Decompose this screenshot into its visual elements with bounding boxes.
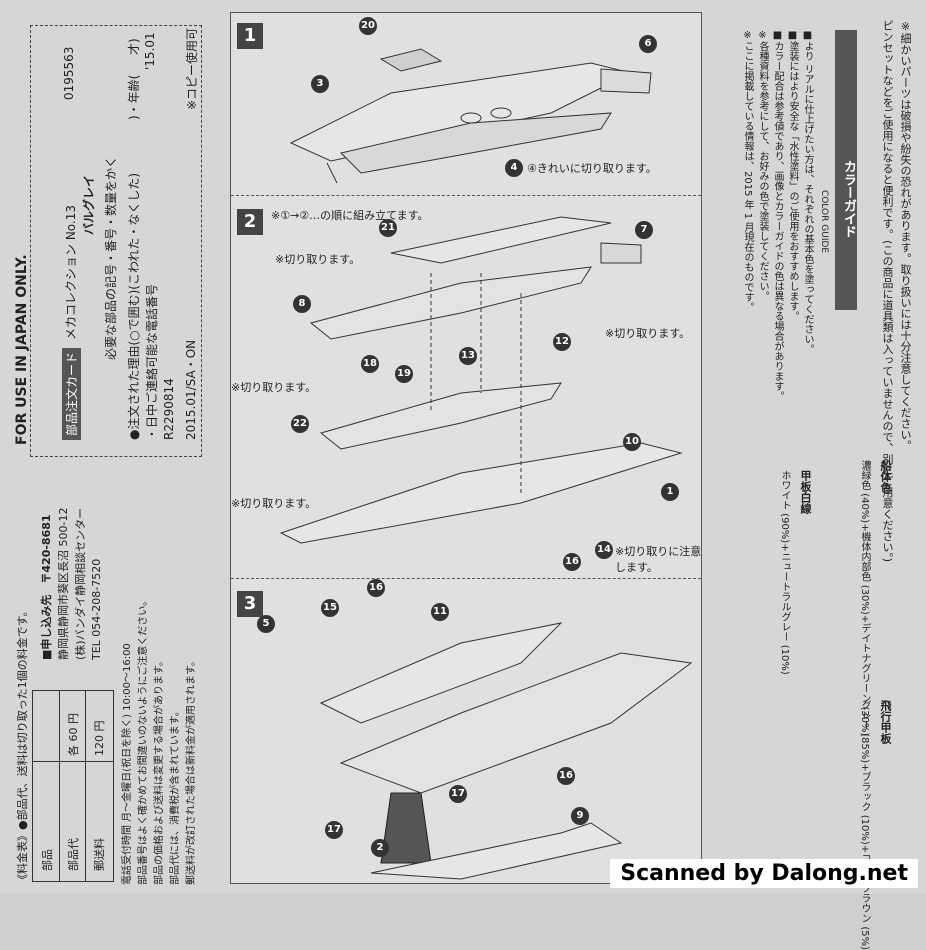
product-code: 0195563: [62, 46, 76, 100]
step-divider: [231, 578, 701, 579]
cut-note: ※切り取ります。: [275, 253, 361, 266]
fee-row-value: 各 60 円: [67, 713, 80, 756]
reason-line: ●注文された理由(○で囲む)(こわれた・なくした): [127, 172, 141, 440]
cut-note: ※切り取ります。: [605, 327, 691, 340]
color-entry-title: 飛行甲板: [879, 700, 892, 744]
guide-bullet: ■塗装にはより安全な「水性塗料」のご使用をおすすめします。: [787, 30, 798, 321]
cut-note: ※切り取ります。: [231, 381, 317, 394]
part-number: 10: [623, 433, 641, 451]
r-code: R2290814: [162, 378, 176, 440]
for-use-label: FOR USE IN JAPAN ONLY.: [14, 254, 30, 445]
address: 静岡県静岡市葵区長沼 500-12: [57, 507, 70, 660]
fill-note: 必要な部品の記号・番号・数量をかく: [104, 155, 118, 360]
age-line: )・年齢(: [127, 74, 141, 120]
reference-note: ※各種資料を参考にして、お好みの色で塗装してください。: [757, 30, 768, 301]
part-number: 13: [459, 347, 477, 365]
color-entry-hull: 船体色 濃緑色 (40%)+機体内部色 (30%)+デイトナグリーン (30%): [857, 460, 897, 736]
part-number: 16: [557, 767, 575, 785]
part-number: 17: [325, 821, 343, 839]
color-entry-title: 甲板白線: [799, 470, 812, 514]
part-number: 16: [563, 553, 581, 571]
step-number: 2: [237, 209, 263, 235]
part-number: 3: [311, 75, 329, 93]
fee-row-value: 120 円: [93, 720, 106, 757]
part-number: 17: [449, 785, 467, 803]
warning-column: ※細かいパーツは破損や紛失の恐れがあります。取り扱いには十分注意してください。 …: [705, 10, 920, 950]
age-suffix: 才): [127, 38, 141, 55]
apply-title: ■申し込み先 〒420-8681: [40, 514, 53, 660]
product-name: バルグレイ: [82, 174, 96, 235]
part-number: 14: [595, 541, 613, 559]
color-entry-value: 濃緑色 (40%)+機体内部色 (30%)+デイトナグリーン (30%): [859, 460, 870, 737]
order-card-strip: FOR USE IN JAPAN ONLY. 部品注文カード メカコレクション …: [0, 0, 230, 894]
part-number: 12: [553, 333, 571, 351]
step-divider: [231, 195, 701, 196]
color-entry-flight: 飛行甲板 グレー (85%)+ブラック (10%)+ココアブラウン (5%): [857, 700, 897, 950]
step1-diagram: [289, 48, 652, 184]
part-number: 4: [505, 159, 523, 177]
part-number: 16: [367, 579, 385, 597]
part-number: 9: [571, 807, 589, 825]
date-code: 2015.01/SA・ON: [184, 339, 198, 440]
part-number: 2: [371, 839, 389, 857]
product-line: メカコレクション No.13: [64, 204, 78, 340]
fee-row-label: 部品代: [67, 838, 80, 871]
part-number: 6: [639, 35, 657, 53]
part-number: 15: [321, 599, 339, 617]
color-entry-value: グレー (85%)+ブラック (10%)+ココアブラウン (5%): [859, 700, 870, 950]
assembly-panel: 1 20 6 3 4 ④きれいに切り取ります。 2 ※①→②…の順に組み立てます…: [230, 12, 702, 884]
tel: TEL 054-208-7520: [90, 558, 103, 660]
part-number: 18: [361, 355, 379, 373]
step1-note: ④きれいに切り取ります。: [527, 162, 657, 175]
year-code: '15.01: [143, 32, 157, 70]
step2-order-note: ※①→②…の順に組み立てます。: [271, 209, 429, 222]
order-note: 郵送料が改訂された場合は新料金が適用されます。: [186, 656, 197, 885]
color-guide-header: [835, 30, 857, 310]
step2-diagram: [279, 216, 683, 544]
color-entry-deck: 甲板白線 ホワイト (90%)+ニュートラルグレー (10%): [777, 470, 817, 675]
fee-table: 部品 部品代 各 60 円 郵送料 120 円: [32, 690, 114, 882]
order-note: 部品の価格および送料は変更する場合があります。: [154, 656, 165, 885]
part-number: 21: [379, 219, 397, 237]
color-guide-title: カラーガイド: [841, 160, 856, 238]
part-number: 1: [661, 483, 679, 501]
step-number: 3: [237, 591, 263, 617]
step3-diagram: [319, 622, 693, 880]
fee-title: 《料金表》●部品代、送料は切り取った1個の料金です。: [16, 605, 29, 886]
phone-line: ・日中ご連絡可能な電話番号: [145, 283, 159, 440]
part-number: 7: [635, 221, 653, 239]
reference-note: ※ここに掲載している情報は、2015 年 1 月現在のものです。: [742, 30, 753, 313]
order-card-label: 部品注文カード: [62, 347, 81, 440]
part-number: 22: [291, 415, 309, 433]
color-entry-value: ホワイト (90%)+ニュートラルグレー (10%): [779, 470, 790, 675]
warning-text: ピンセットなどをご使用になると便利です。(この商品に道具類は入っていませんので、…: [881, 20, 894, 563]
part-number: 8: [293, 295, 311, 313]
company: (株)バンダイ静岡相談センター: [74, 507, 87, 660]
order-note: 部品番号はよく確かめてお間違いのないようにご注意ください。: [138, 595, 149, 885]
part-number: 5: [257, 615, 275, 633]
copy-ok-note: ※コピー使用可: [185, 27, 199, 110]
cut-care-note: ※切り取りに注意します。: [615, 545, 702, 574]
fee-row-label: 部品: [41, 849, 54, 871]
warning-text: ※細かいパーツは破損や紛失の恐れがあります。取り扱いには十分注意してください。: [899, 20, 912, 451]
part-number: 11: [431, 603, 449, 621]
guide-bullet: ■カラー配合は参考値であり、画像とカラーガイドの色は異なる場合があります。: [772, 30, 783, 401]
watermark: Scanned by Dalong.net: [610, 859, 918, 888]
cut-note: ※切り取ります。: [231, 497, 317, 510]
part-number: 20: [359, 17, 377, 35]
order-note: 部品代には、消費税が含まれています。: [170, 706, 181, 885]
fee-row-label: 郵送料: [93, 838, 106, 871]
order-card-box: [30, 25, 202, 457]
guide-bullet: ■より リアルに仕上げたい方は、それぞれの基本色を塗ってください。: [802, 30, 813, 355]
color-guide-subtitle: COLOR GUIDE: [819, 190, 829, 254]
hours-note: 電話受付時間 月〜金曜日(祝日を除く) 10:00〜16:00: [122, 643, 133, 885]
part-number: 19: [395, 365, 413, 383]
step-number: 1: [237, 23, 263, 49]
color-entry-title: 船体色: [879, 460, 892, 493]
